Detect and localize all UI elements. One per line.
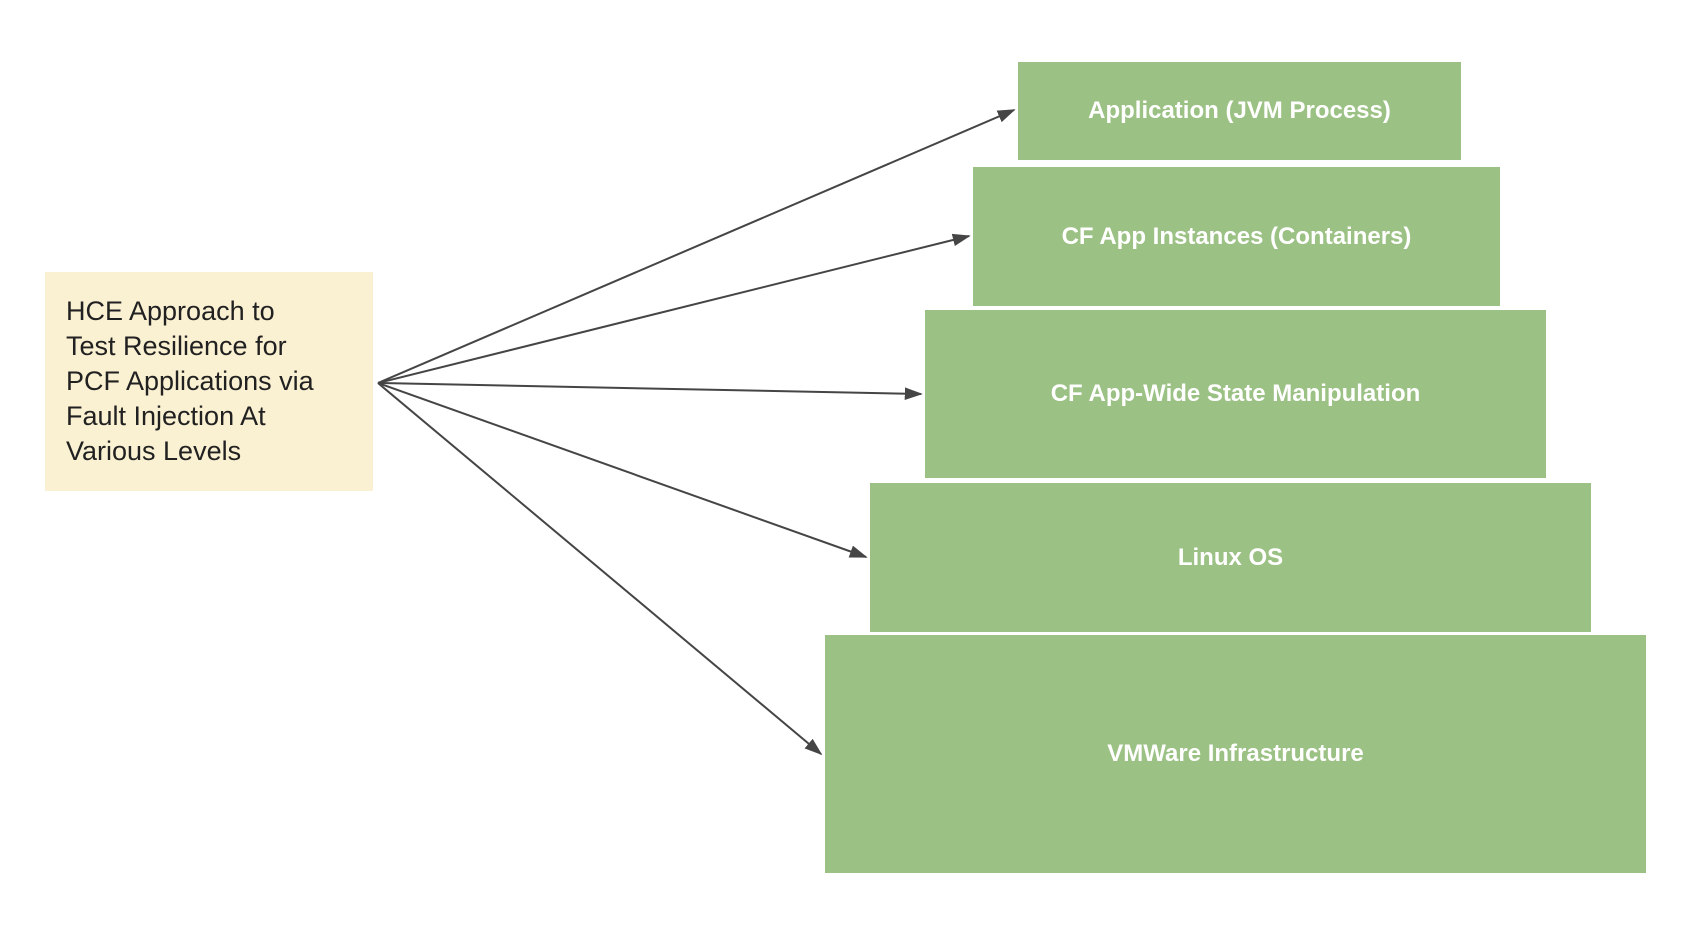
- arrow-to-application: [377, 109, 1016, 384]
- source-box: HCE Approach to Test Resilience for PCF …: [45, 272, 373, 491]
- source-text-line: Fault Injection At: [66, 401, 266, 431]
- arrow-to-vmware: [377, 382, 823, 756]
- level-label: Linux OS: [1177, 543, 1284, 571]
- level-box-vmware: VMWare Infrastructure: [825, 635, 1646, 873]
- arrow-to-cf-app-wide-state: [377, 382, 923, 400]
- level-box-application: Application (JVM Process): [1018, 62, 1461, 160]
- level-label: CF App Instances (Containers): [1061, 222, 1412, 250]
- level-label: Application (JVM Process): [1088, 97, 1391, 124]
- source-text-line: PCF Applications via: [66, 366, 314, 396]
- level-label: VMWare Infrastructure: [1107, 740, 1364, 767]
- level-box-cf-app-wide-state: CF App-Wide State Manipulation: [925, 310, 1546, 478]
- level-label: CF App-Wide State Manipulation: [1050, 380, 1421, 407]
- source-text-line: HCE Approach to: [66, 296, 275, 326]
- source-text-line: Test Resilience for: [66, 331, 287, 361]
- level-box-cf-app-instances: CF App Instances (Containers): [973, 167, 1500, 306]
- arrow-to-cf-app-instances: [377, 233, 971, 384]
- level-box-linux-os: Linux OS: [870, 483, 1591, 632]
- arrow-to-linux-os: [377, 382, 868, 558]
- source-text-line: Various Levels: [66, 436, 242, 466]
